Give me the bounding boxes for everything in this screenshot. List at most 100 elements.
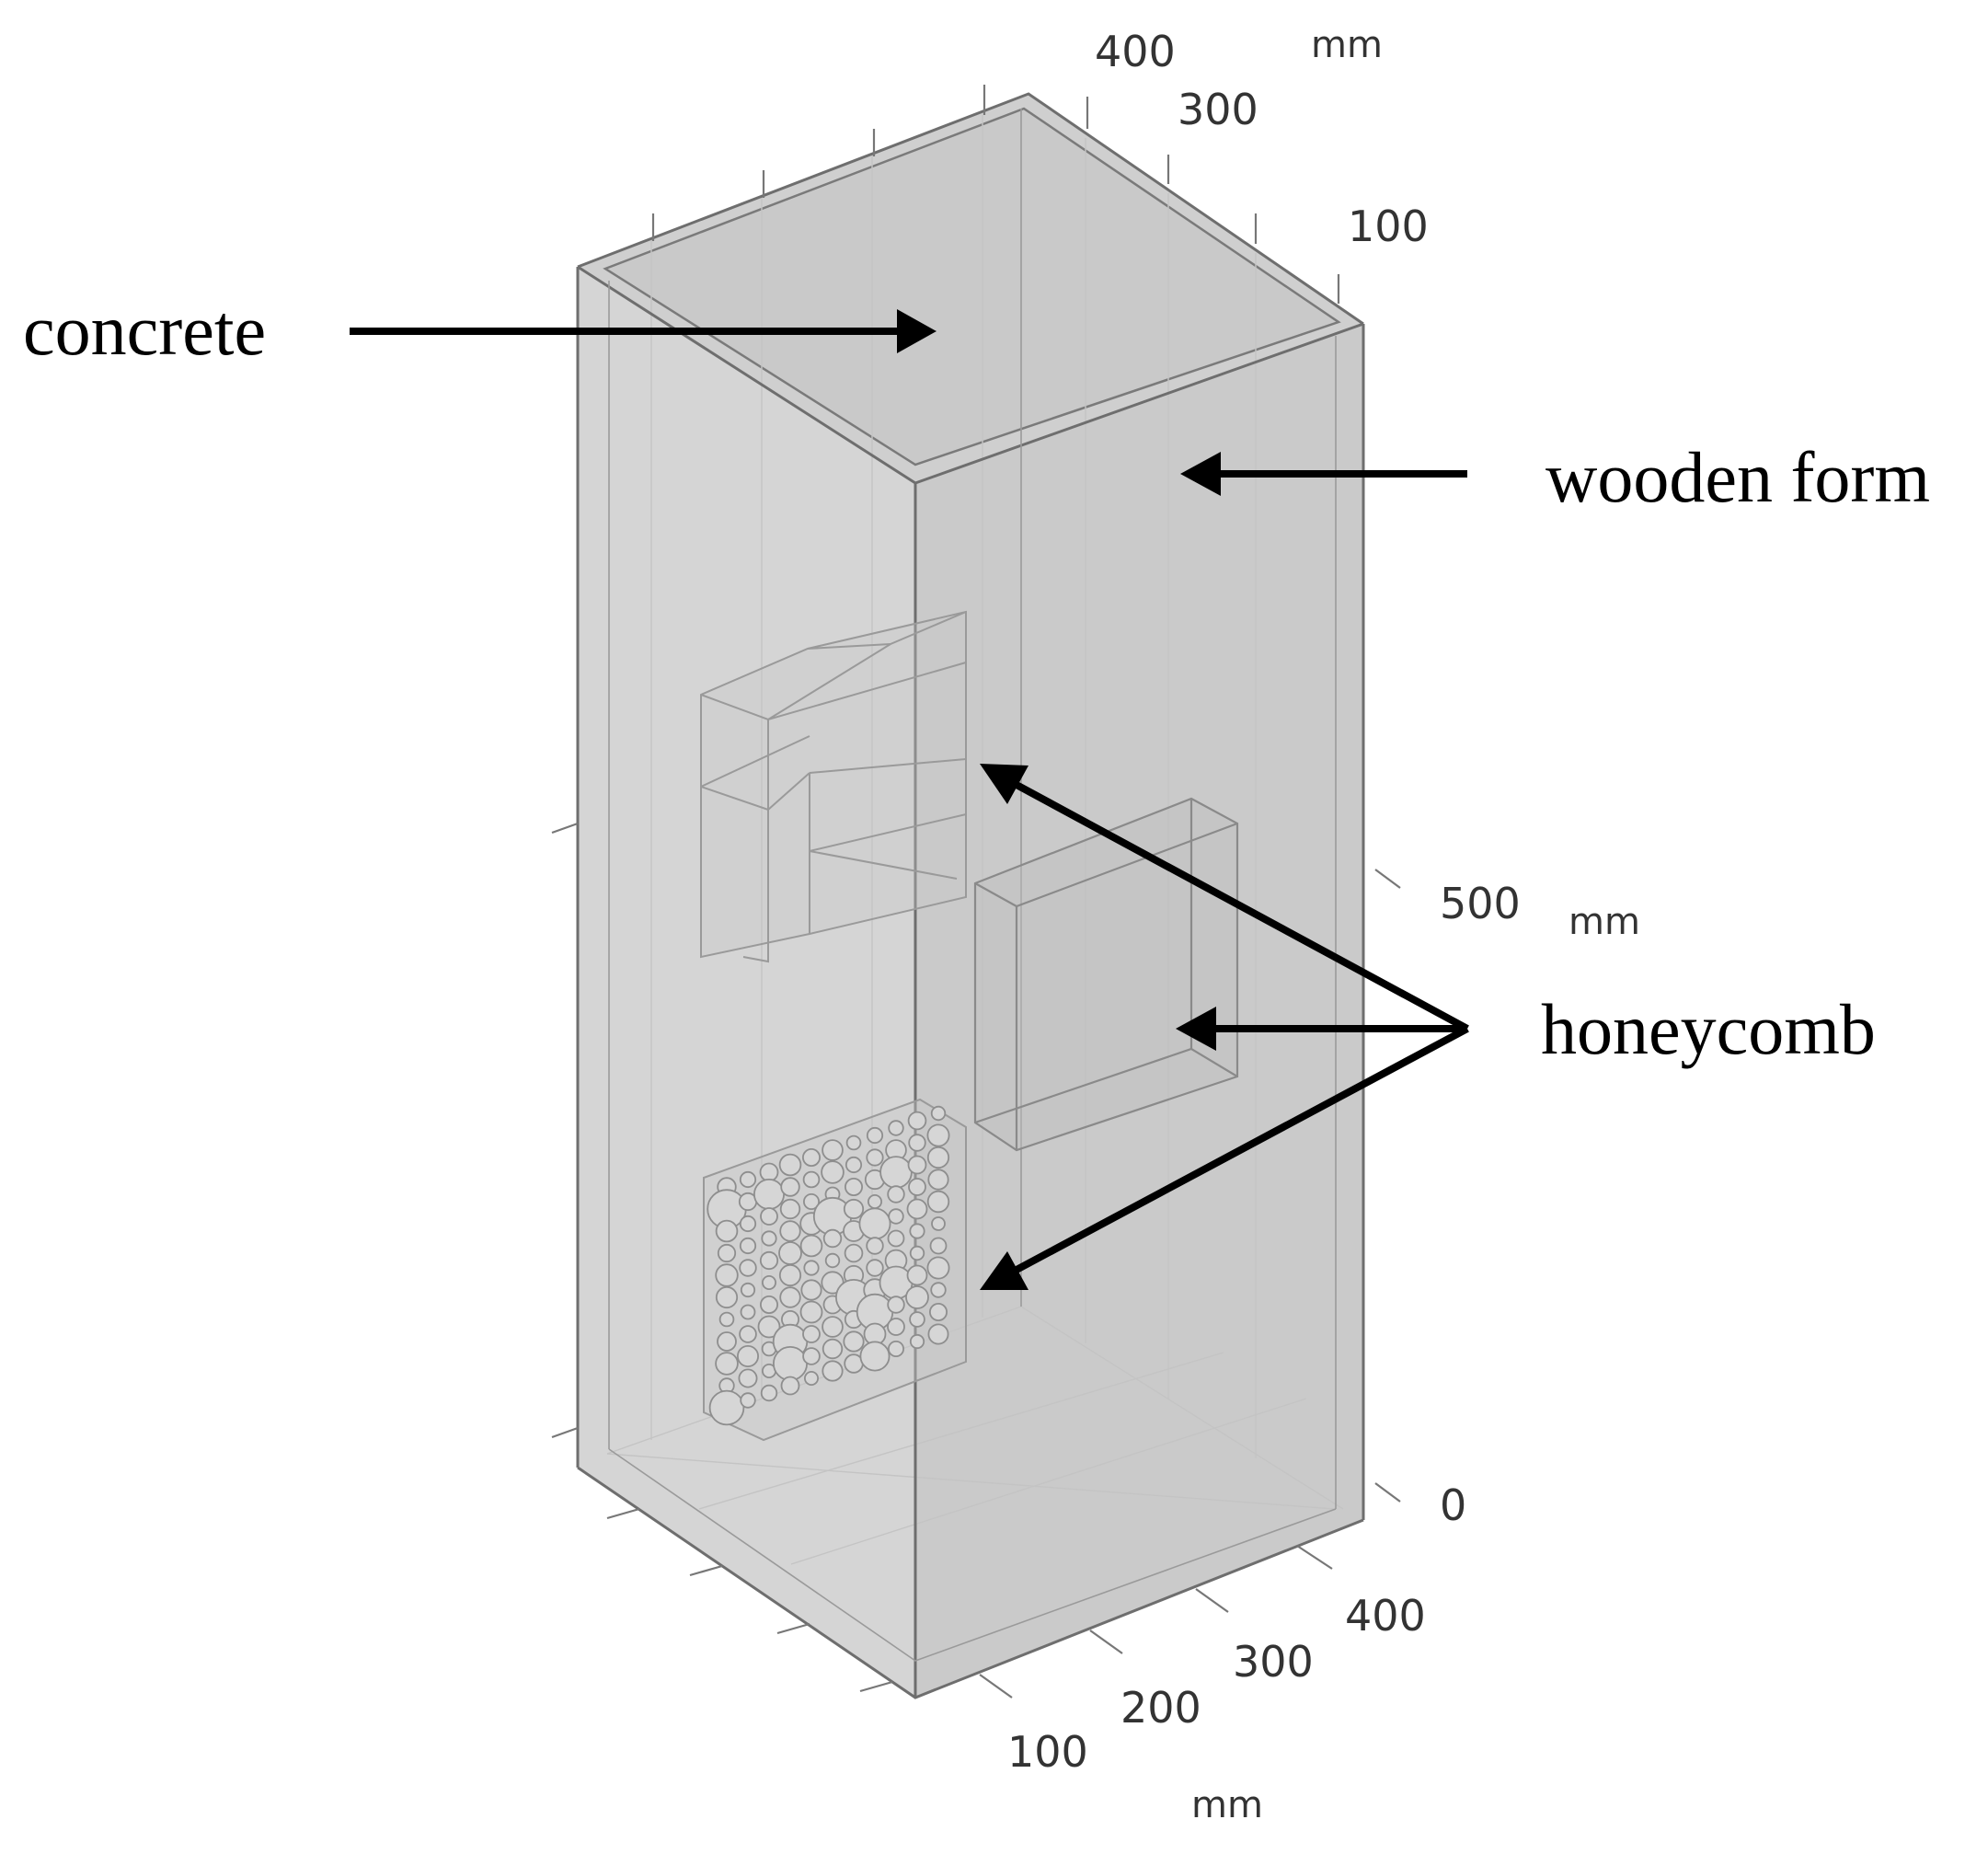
honeycomb-void-circle xyxy=(859,1341,891,1372)
honeycomb-void-circle xyxy=(906,1264,928,1286)
top-axis-unit: mm xyxy=(1311,24,1383,66)
honeycomb-void-circle xyxy=(843,1330,865,1353)
honeycomb-void-circle xyxy=(868,1194,883,1210)
honeycomb-void-circle xyxy=(879,1156,913,1189)
column-edges xyxy=(576,92,1365,1699)
honeycomb-void-circle xyxy=(779,1220,801,1242)
honeycomb-void-circle xyxy=(930,1282,947,1298)
bottom-axis-tick-300: 300 xyxy=(1233,1637,1314,1687)
honeycomb-label: honeycomb xyxy=(1541,989,1876,1069)
honeycomb-void-circle xyxy=(908,1178,926,1196)
callout-labels: concrete wooden form honeycomb xyxy=(23,290,1930,1069)
honeycomb-arrow-middle-head xyxy=(1176,1007,1216,1051)
honeycomb-void-circle xyxy=(717,1331,737,1352)
honeycomb-void-circle xyxy=(779,1286,801,1308)
honeycomb-void-circle xyxy=(926,1146,950,1169)
honeycomb-void-circle xyxy=(929,1303,948,1322)
honeycomb-void-circle xyxy=(866,1237,884,1255)
honeycomb-void-circle xyxy=(739,1215,757,1233)
honeycomb-void-circle xyxy=(778,1241,802,1265)
axis-labels: mm 400 300 100 500 mm 0 400 300 200 100 … xyxy=(1007,24,1640,1826)
honeycomb-void-circle xyxy=(907,1155,927,1175)
honeycomb-void-circle xyxy=(740,1282,756,1298)
honeycomb-void-circle xyxy=(926,1190,950,1214)
top-axis-tick-400: 400 xyxy=(1095,27,1176,76)
honeycomb-void-circle xyxy=(759,1250,779,1271)
honeycomb-void-circle xyxy=(740,1392,756,1409)
honeycomb-void-circle xyxy=(715,1285,739,1309)
honeycomb-void-circle xyxy=(866,1126,884,1145)
column-volume xyxy=(578,94,1363,1698)
vertical-axis-unit: mm xyxy=(1569,901,1640,943)
honeycomb-void-circle xyxy=(803,1260,820,1276)
honeycomb-arrow-lower-head xyxy=(980,1251,1028,1290)
column-right-face xyxy=(915,324,1363,1698)
honeycomb-arrow-lower xyxy=(1015,1025,1469,1273)
honeycomb-void-circle xyxy=(822,1139,844,1161)
honeycomb-void-circle xyxy=(757,1315,781,1339)
honeycomb-void-circle xyxy=(715,1352,739,1376)
concrete-arrow-head xyxy=(897,309,937,353)
honeycomb-void-circle xyxy=(822,1316,844,1338)
honeycomb-void-circle xyxy=(753,1179,786,1211)
honeycomb-void-circle xyxy=(737,1345,760,1368)
honeycomb-void-circle xyxy=(760,1295,779,1315)
vertical-axis-tick-0: 0 xyxy=(1440,1480,1466,1530)
honeycomb-void-circle xyxy=(739,1259,757,1277)
honeycomb-void-circle xyxy=(739,1170,757,1189)
honeycomb-void-circle xyxy=(858,1207,891,1240)
honeycomb-void-circle xyxy=(802,1170,821,1189)
honeycomb-void-circle xyxy=(762,1275,777,1291)
honeycomb-void-circle xyxy=(909,1311,925,1328)
honeycomb-void-circle xyxy=(740,1304,756,1320)
honeycomb-void-circle xyxy=(802,1325,821,1343)
honeycomb-flat-plate xyxy=(973,797,1239,1152)
honeycomb-void-circle xyxy=(804,1371,820,1387)
column-left-face xyxy=(578,267,915,1698)
wooden-form-arrow-head xyxy=(1180,452,1221,496)
honeycomb-void-circle xyxy=(739,1237,757,1255)
honeycomb-void-circle xyxy=(927,1323,949,1345)
honeycomb-void-circle xyxy=(773,1346,809,1382)
honeycomb-void-circle xyxy=(887,1318,905,1336)
honeycomb-void-circle xyxy=(821,1160,845,1184)
honeycomb-stepped-block xyxy=(700,610,967,963)
honeycomb-void-circle xyxy=(843,1198,865,1220)
honeycomb-void-circle xyxy=(761,1230,777,1247)
honeycomb-void-circle xyxy=(888,1341,905,1358)
honeycomb-void-circle xyxy=(822,1338,844,1360)
honeycomb-void-circle xyxy=(927,1169,949,1191)
honeycomb-void-circle xyxy=(931,1216,946,1231)
honeycomb-void-circle xyxy=(887,1295,905,1314)
honeycomb-arrow-upper-head xyxy=(980,764,1028,804)
honeycomb-void-circle xyxy=(909,1223,925,1239)
bottom-axis-tick-100: 100 xyxy=(1007,1727,1088,1777)
honeycomb-void-circle xyxy=(822,1360,844,1382)
bottom-axis-tick-400: 400 xyxy=(1345,1591,1426,1641)
honeycomb-void-circle xyxy=(908,1134,926,1152)
honeycomb-void-circle xyxy=(822,1228,843,1249)
honeycomb-void-circle xyxy=(800,1279,822,1301)
honeycomb-void-circle xyxy=(824,1252,841,1269)
honeycomb-void-circle xyxy=(887,1185,905,1203)
wooden-form-inner-rim xyxy=(603,107,1341,466)
honeycomb-void-circle xyxy=(929,1237,948,1255)
honeycomb-void-circle xyxy=(926,1123,950,1147)
wooden-form-label: wooden form xyxy=(1546,437,1930,517)
top-axis-tick-300: 300 xyxy=(1178,85,1258,134)
interior-grid xyxy=(606,115,1344,1565)
honeycomb-void-circle xyxy=(888,1120,904,1136)
honeycomb-void-circle xyxy=(845,1156,863,1174)
honeycomb-void-circle xyxy=(799,1234,823,1258)
honeycomb-void-circle xyxy=(738,1368,758,1388)
honeycomb-void-circle xyxy=(844,1243,864,1263)
concrete-label: concrete xyxy=(23,290,266,370)
honeycomb-void-circle xyxy=(779,1198,801,1220)
honeycomb-void-circle xyxy=(926,1256,950,1280)
honeycomb-void-circle xyxy=(780,1376,800,1396)
honeycomb-void-circle xyxy=(802,1347,821,1365)
honeycomb-void-circle xyxy=(888,1208,904,1225)
honeycomb-void-circle xyxy=(909,1245,925,1261)
